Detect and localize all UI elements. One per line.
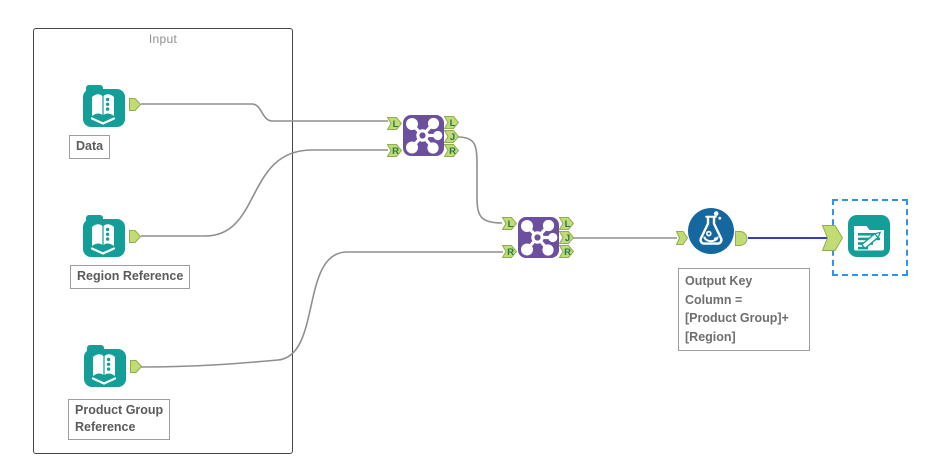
tool-input-region[interactable] [80,212,128,265]
annotation-line2: Column = [685,292,743,307]
annotation-line4: [Region] [685,329,736,344]
wire-region-to-join1-R[interactable] [141,149,388,237]
anchor-join1-output-L[interactable]: L [444,116,459,129]
tool-formula[interactable] [686,206,736,259]
anchor-letter: J [450,132,455,143]
anchor-join2-input-R[interactable]: R [502,245,517,258]
anchor-letter: J [565,233,570,244]
tool-input-data[interactable] [80,82,128,135]
wire-data-to-join1-L[interactable] [141,103,388,122]
anchor-formula-output[interactable] [735,231,748,246]
anchor-join1-output-J[interactable]: J [444,130,459,143]
anchor-join2-output-R[interactable]: R [559,245,574,258]
tool-container-input[interactable]: Input [33,28,293,454]
tool-join-lower[interactable] [516,215,561,264]
anchor-output-input-region[interactable] [129,230,141,243]
anchor-letter: L [565,219,571,230]
tool-input-product[interactable] [81,342,129,395]
anchor-letter: R [392,146,399,157]
anchor-output-input-product[interactable] [130,360,142,373]
anchor-join2-input-L[interactable]: L [502,217,517,230]
output-folder-icon [847,214,891,258]
anchor-join2-output-L[interactable]: L [559,217,574,230]
anchor-letter: R [449,146,456,157]
annotation-formula[interactable]: Output Key Column = [Product Group]+ [Re… [678,268,810,351]
anchor-letter: R [564,247,571,258]
anchor-letter: L [508,219,514,230]
container-label: Input [148,32,178,46]
anchor-join1-input-L[interactable]: L [387,117,402,130]
caption-input-data-text: Data [76,139,104,153]
anchor-formula-input[interactable] [676,231,688,245]
caption-input-region[interactable]: Region Reference [70,265,191,289]
wire-product-to-join2-R[interactable] [140,251,503,368]
anchor-output-input-data[interactable] [129,98,141,111]
anchor-join2-output-J[interactable]: J [559,231,574,244]
formula-flask-icon [686,206,736,256]
anchor-join1-output-R[interactable]: R [444,144,459,157]
anchor-letter: R [507,247,514,258]
caption-input-product[interactable]: Product Group Reference [68,399,171,440]
input-region-book-icon [81,213,127,259]
anchor-output-input[interactable] [822,225,843,251]
caption-input-product-line2: Reference [75,420,136,434]
annotation-line3: [Product Group]+ [685,311,789,325]
wire-join1-J-to-join2-L[interactable] [457,136,503,224]
caption-input-data[interactable]: Data [69,135,111,159]
join-network-icon [401,113,446,158]
anchor-letter: L [450,118,456,129]
input-data-book-icon [81,83,127,129]
input-product-book-icon [82,343,128,389]
caption-input-region-text: Region Reference [77,269,184,283]
caption-input-product-line1: Product Group [75,403,164,417]
join-network-icon [516,215,561,260]
anchor-letter: L [393,119,399,130]
tool-output-data[interactable] [846,213,892,264]
annotation-line1: Output Key [685,274,753,288]
tool-join-upper[interactable] [401,113,446,162]
anchor-join1-input-R[interactable]: R [387,144,402,157]
